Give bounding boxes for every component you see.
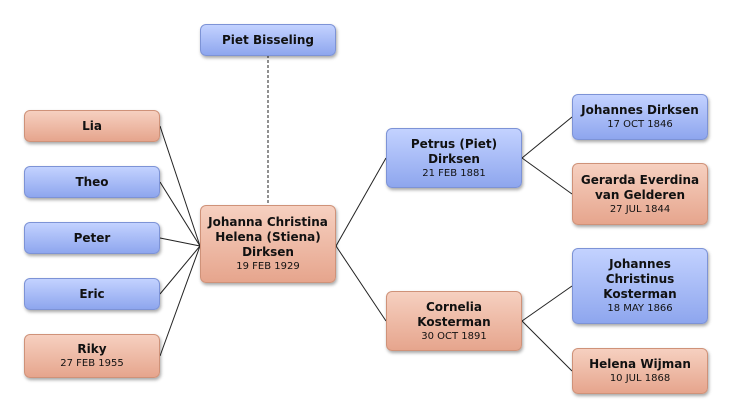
father-node[interactable]: Petrus (Piet) Dirksen 21 FEB 1881: [386, 128, 522, 188]
paternal-grandfather-connector: [521, 116, 573, 159]
paternal-grandmother-name-line-1: Gerarda Everdina: [580, 172, 700, 187]
mother-birth-date: 30 OCT 1891: [421, 330, 487, 342]
child-connector-theo: [159, 181, 201, 247]
maternal-grandmother-connector: [521, 320, 573, 372]
paternal-grandfather-name: Johannes Dirksen: [581, 103, 699, 117]
spouse-node[interactable]: Piet Bisseling: [200, 24, 336, 56]
child-node-eric[interactable]: Eric: [24, 278, 160, 310]
child-node-theo[interactable]: Theo: [24, 166, 160, 198]
mother-name-line-2: Kosterman: [417, 314, 491, 329]
maternal-grandfather-node[interactable]: Johannes Christinus Kosterman 18 MAY 186…: [572, 248, 708, 324]
maternal-grandmother-node[interactable]: Helena Wijman 10 JUL 1868: [572, 348, 708, 394]
mother-name-line-1: Cornelia: [426, 299, 482, 314]
child-connector-lia: [159, 125, 201, 247]
child-name: Eric: [79, 286, 105, 301]
father-connector: [335, 157, 387, 247]
child-name: Lia: [82, 118, 102, 133]
paternal-grandmother-name-line-2: van Gelderen: [594, 187, 686, 202]
child-name: Peter: [73, 230, 111, 245]
maternal-grandfather-name-line-3: Kosterman: [603, 287, 677, 301]
child-connector-riky: [159, 245, 201, 357]
subject-name-line-3: Dirksen: [242, 245, 294, 259]
maternal-grandmother-name: Helena Wijman: [589, 357, 691, 371]
maternal-grandmother-birth-date: 10 JUL 1868: [609, 373, 671, 384]
child-node-peter[interactable]: Peter: [24, 222, 160, 254]
paternal-grandmother-birth-date: 27 JUL 1844: [609, 203, 671, 215]
mother-node[interactable]: Cornelia Kosterman 30 OCT 1891: [386, 291, 522, 351]
mother-connector: [335, 245, 387, 322]
maternal-grandfather-name-line-2: Christinus: [605, 272, 675, 286]
child-connector-eric: [159, 245, 201, 295]
paternal-grandmother-connector: [521, 157, 573, 195]
father-name-line-2: Dirksen: [428, 151, 480, 166]
child-node-lia[interactable]: Lia: [24, 110, 160, 142]
father-name-line-1: Petrus (Piet): [410, 136, 498, 151]
subject-name-line-2: Helena (Stiena): [215, 230, 321, 244]
father-birth-date: 21 FEB 1881: [422, 167, 486, 179]
paternal-grandmother-node[interactable]: Gerarda Everdina van Gelderen 27 JUL 184…: [572, 163, 708, 225]
subject-birth-date: 19 FEB 1929: [236, 261, 300, 272]
subject-name-line-1: Johanna Christina: [208, 215, 328, 229]
child-node-riky[interactable]: Riky 27 FEB 1955: [24, 334, 160, 378]
maternal-grandfather-name-line-1: Johannes: [609, 257, 671, 271]
child-birth-date: 27 FEB 1955: [60, 358, 124, 369]
maternal-grandfather-birth-date: 18 MAY 1866: [607, 303, 673, 314]
spouse-name: Piet Bisseling: [221, 32, 314, 47]
child-name: Theo: [75, 174, 109, 189]
subject-node[interactable]: Johanna Christina Helena (Stiena) Dirkse…: [200, 205, 336, 283]
maternal-grandfather-connector: [521, 285, 573, 322]
child-name: Riky: [77, 342, 107, 356]
child-connector-peter: [159, 237, 201, 247]
paternal-grandfather-birth-date: 17 OCT 1846: [607, 119, 673, 130]
paternal-grandfather-node[interactable]: Johannes Dirksen 17 OCT 1846: [572, 94, 708, 140]
